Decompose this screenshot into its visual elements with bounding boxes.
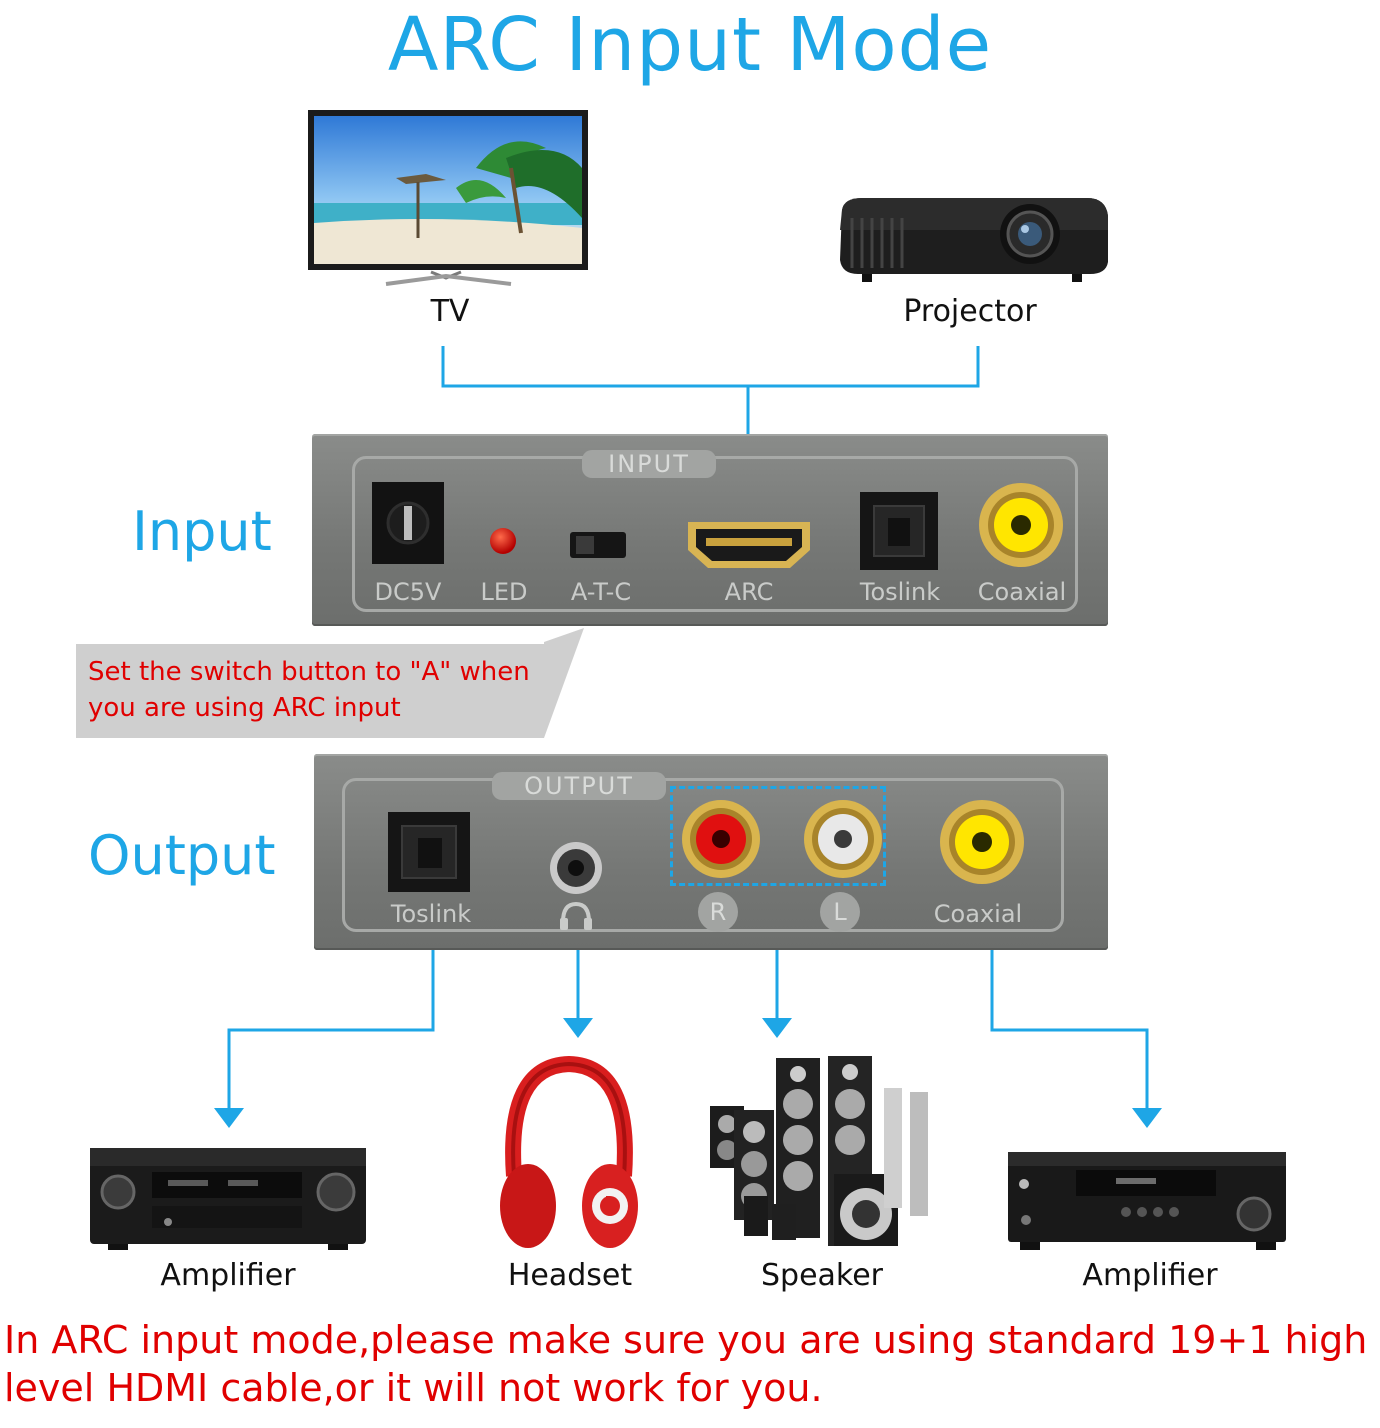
projector-image [832, 190, 1112, 288]
toslink-output-label: Toslink [390, 900, 472, 928]
tv-label: TV [430, 294, 470, 329]
headphone-icon [558, 900, 594, 932]
toslink-input-port[interactable] [858, 490, 940, 572]
speaker-image [708, 1054, 940, 1250]
callout-line-2: you are using ARC input [88, 693, 401, 723]
toslink-input-label: Toslink [859, 578, 941, 606]
rl-group-box [670, 786, 886, 886]
coaxial-output-label: Coaxial [933, 900, 1023, 928]
atc-switch[interactable] [570, 532, 626, 558]
input-panel: INPUT DC5V LED A-T-C ARC Toslink Coaxial [312, 434, 1108, 626]
input-side-label: Input [132, 500, 272, 563]
tv-image [306, 108, 590, 290]
coaxial-input-port[interactable] [976, 480, 1066, 570]
output-panel-tag: OUTPUT [492, 772, 666, 800]
toslink-output-port[interactable] [386, 810, 472, 894]
led-label: LED [480, 578, 528, 606]
amplifier-left-label: Amplifier [160, 1258, 296, 1293]
l-badge: L [820, 892, 860, 932]
amplifier-right-label: Amplifier [1082, 1258, 1218, 1293]
hdmi-cable-note: In ARC input mode,please make sure you a… [4, 1316, 1380, 1412]
atc-label: A-T-C [570, 578, 632, 606]
amplifier-right-image [1006, 1148, 1288, 1252]
page-title: ARC Input Mode [387, 2, 993, 88]
note-line-2: level HDMI cable,or it will not work for… [4, 1366, 823, 1410]
coaxial-input-label: Coaxial [977, 578, 1067, 606]
arc-hdmi-port[interactable] [686, 520, 812, 570]
dc5v-label: DC5V [374, 578, 442, 606]
output-panel-frame [342, 778, 1064, 932]
note-line-1: In ARC input mode,please make sure you a… [4, 1318, 1368, 1362]
headphone-port[interactable] [548, 840, 604, 896]
amplifier-left-image [88, 1140, 368, 1252]
callout-line-1: Set the switch button to "A" when [88, 657, 530, 687]
arc-label: ARC [724, 578, 774, 606]
coaxial-output-port[interactable] [938, 798, 1026, 886]
output-panel: OUTPUT Toslink R L Coaxial [314, 754, 1108, 950]
output-side-label: Output [88, 824, 276, 887]
led-indicator [490, 528, 516, 554]
input-panel-tag: INPUT [582, 450, 716, 478]
l-audio-port[interactable] [802, 798, 884, 880]
switch-callout: Set the switch button to "A" when you ar… [76, 644, 544, 738]
r-audio-port[interactable] [680, 798, 762, 880]
speaker-label: Speaker [760, 1258, 884, 1293]
headset-image [496, 1055, 642, 1252]
headset-label: Headset [507, 1258, 633, 1293]
dc5v-port[interactable] [370, 480, 446, 566]
r-badge: R [698, 892, 738, 932]
projector-label: Projector [903, 294, 1037, 329]
